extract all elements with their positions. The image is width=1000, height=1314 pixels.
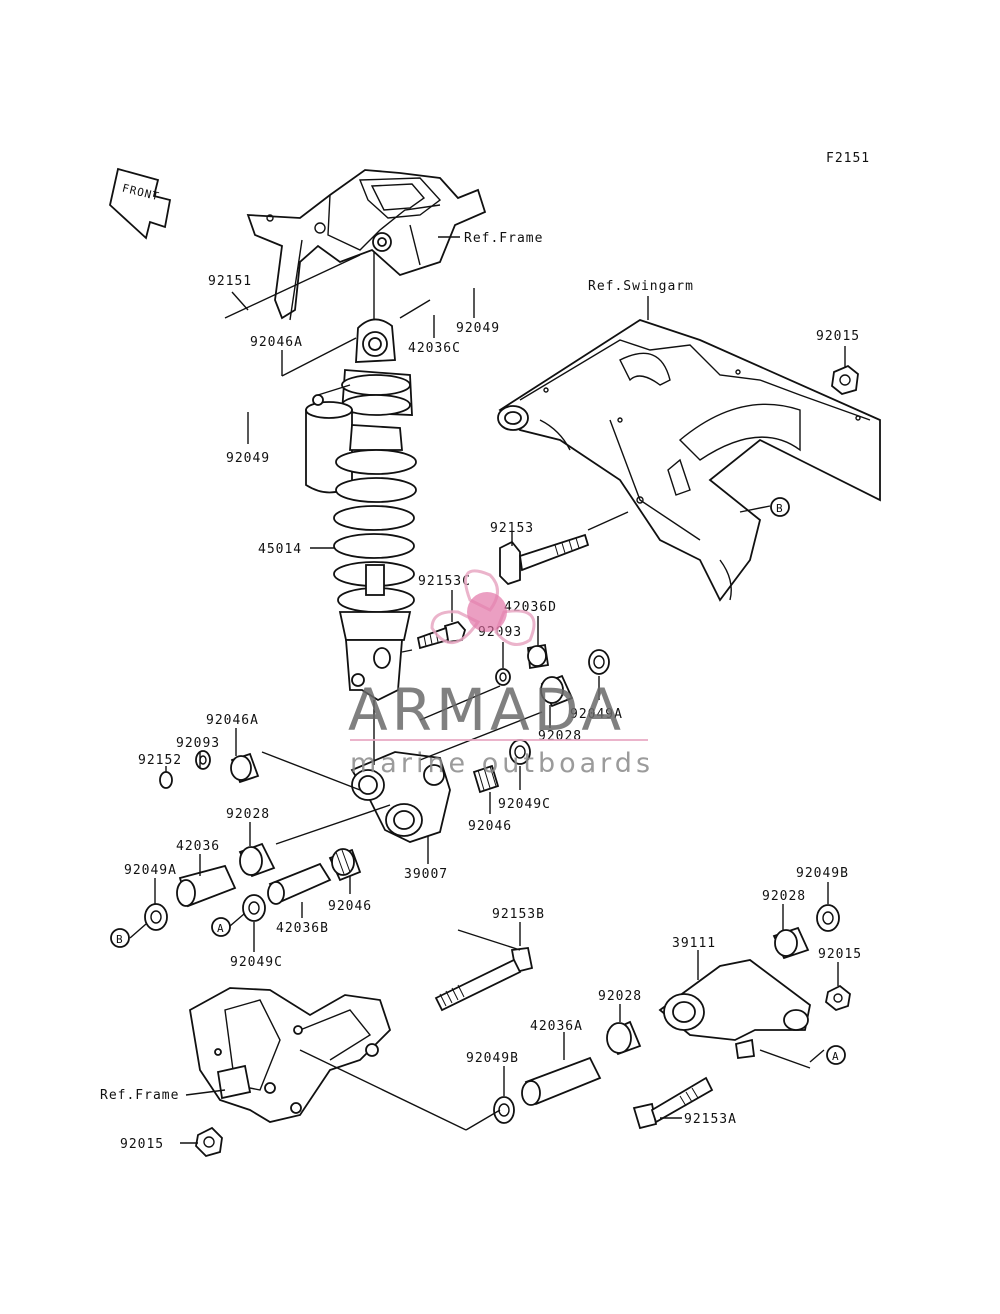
part-label: 92015: [818, 947, 862, 962]
part-label: 92049: [456, 321, 500, 336]
part-label: 92153C: [418, 574, 471, 589]
part-label: 92153: [490, 521, 534, 536]
connector-a-right: A: [832, 1050, 840, 1063]
frame-top-drawing: [246, 169, 487, 321]
bushings-upper-drawing: [472, 643, 610, 794]
rocker-arm-39007-drawing: [350, 685, 543, 843]
part-label: 42036B: [276, 921, 329, 936]
part-label: 92049B: [466, 1051, 519, 1066]
part-label: 92028: [762, 889, 806, 904]
part-label: 92015: [120, 1137, 164, 1152]
part-label: 42036D: [504, 600, 557, 615]
part-label: 92046A: [206, 713, 259, 728]
part-label: 42036: [176, 839, 220, 854]
part-label: 92152: [138, 753, 182, 768]
frame-bottom-drawing: [189, 987, 392, 1158]
part-label: 92049B: [796, 866, 849, 881]
part-label: 92049: [226, 451, 270, 466]
armada-watermark: ARMADA marine outboards: [348, 569, 654, 779]
part-label: 92151: [208, 274, 252, 289]
front-arrow-icon: FRONT: [109, 167, 172, 240]
part-label: 42036A: [530, 1019, 583, 1034]
part-label: 92046: [468, 819, 512, 834]
figure-id: F2151: [826, 151, 870, 166]
bolt-92153c-drawing: [401, 620, 467, 653]
connector-markers: B A B A: [110, 497, 846, 1065]
part-label: 92049C: [230, 955, 283, 970]
tie-rod-39111-drawing: [632, 959, 811, 1130]
ref-frame-top-label: Ref.Frame: [464, 231, 543, 246]
part-label: 45014: [258, 542, 302, 557]
part-label: 92028: [598, 989, 642, 1004]
connector-b-right: B: [776, 502, 784, 515]
connector-a-left: A: [217, 922, 225, 935]
part-label: 92153A: [684, 1112, 737, 1127]
ref-frame-bottom-label: Ref.Frame: [100, 1088, 179, 1103]
part-label: 92046A: [250, 335, 303, 350]
part-label: 92093: [176, 736, 220, 751]
swingarm-drawing: [497, 319, 881, 602]
bushings-lower-drawing: [299, 904, 851, 1131]
leader-lines: [129, 236, 846, 1144]
connector-b-left: B: [116, 933, 124, 946]
bolt-92153b-drawing: [434, 929, 534, 1012]
part-label: 39007: [404, 867, 448, 882]
propeller-logo-icon: [430, 569, 536, 646]
part-label: 92153B: [492, 907, 545, 922]
watermark-tagline: marine outboards: [350, 748, 654, 779]
shock-absorber-drawing: [305, 252, 417, 702]
part-label: 92049A: [570, 707, 623, 722]
part-label: 92046: [328, 899, 372, 914]
watermark-brand: ARMADA: [348, 676, 625, 744]
part-label: 92049A: [124, 863, 177, 878]
part-label: 92049C: [498, 797, 551, 812]
ref-swingarm-label: Ref.Swingarm: [588, 279, 694, 294]
part-label: 92015: [816, 329, 860, 344]
part-labels: Ref.Frame Ref.Swingarm Ref.Frame 92151 9…: [100, 231, 862, 1152]
part-label: 42036C: [408, 341, 461, 356]
part-label: 92028: [226, 807, 270, 822]
part-label: 39111: [672, 936, 716, 951]
